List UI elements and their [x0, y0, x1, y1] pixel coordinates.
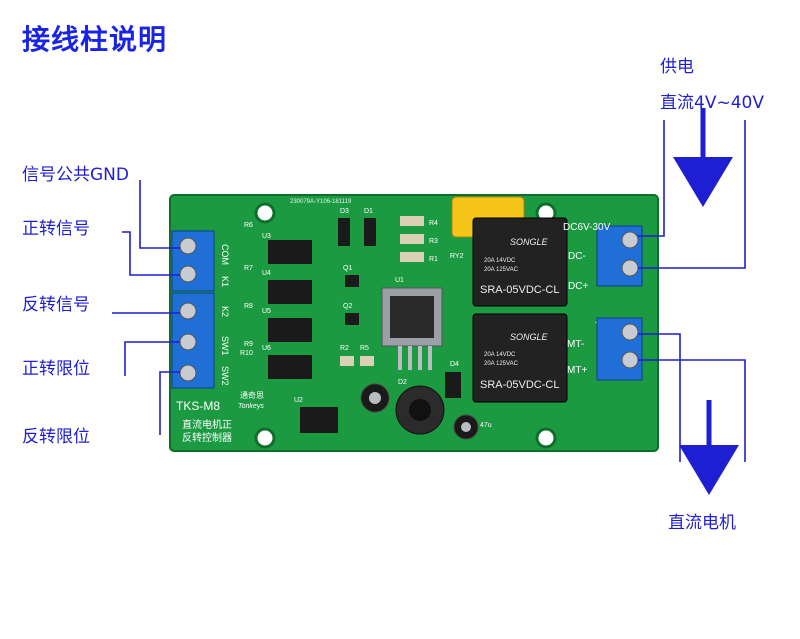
label-power-range: 直流4V~40V	[660, 93, 764, 113]
label-u2: U2	[294, 397, 303, 404]
label-d3: D3	[340, 208, 349, 215]
label-u5: U5	[262, 308, 271, 315]
label-cap: 47u	[480, 422, 492, 429]
label-r6: R6	[244, 222, 253, 229]
pin-k1: K1	[220, 276, 230, 287]
label-q2: Q2	[343, 303, 352, 310]
label-power-title: 供电	[660, 57, 694, 77]
page-title: 接线柱说明	[22, 23, 168, 56]
relay1-brand: SONGLE	[510, 237, 549, 247]
label-d4: D4	[450, 361, 459, 368]
pin-com: COM	[220, 244, 230, 265]
relay2-spec2: 20A 125VAC	[484, 361, 519, 367]
pin-k2: K2	[220, 306, 230, 317]
label-r3: R3	[429, 238, 438, 245]
brand-cn: 通奇思	[240, 390, 264, 400]
label-r1: R1	[429, 256, 438, 263]
pin-dc-plus: DC+	[568, 281, 588, 292]
label-u3: U3	[262, 233, 271, 240]
label-d1: D1	[364, 208, 373, 215]
power-terminal-block	[596, 225, 643, 287]
label-r4: R4	[429, 220, 438, 227]
label-u6: U6	[262, 345, 271, 352]
motor-terminal-block	[596, 317, 643, 381]
desc-line2: 反转控制器	[182, 431, 232, 444]
serial-text: 230079A-Y106-181119	[290, 199, 352, 205]
left-terminal-block	[171, 230, 215, 389]
relay1-spec1: 20A 14VDC	[484, 258, 516, 264]
relay1-model: SRA-05VDC-CL	[480, 284, 559, 296]
pin-dc-minus: DC-	[568, 251, 586, 262]
capacitors	[360, 383, 479, 440]
relay2-model: SRA-05VDC-CL	[480, 379, 559, 391]
brand-en: Tonkeys	[238, 403, 264, 410]
label-r10: R10	[240, 350, 253, 357]
label-r5: R5	[360, 345, 369, 352]
label-d2: D2	[398, 379, 407, 386]
dc-range-text: DC6V-30V	[563, 222, 611, 233]
label-fwd-signal: 正转信号	[22, 219, 90, 239]
leader-lines	[112, 120, 746, 462]
label-r8: R8	[244, 303, 253, 310]
relay2-brand: SONGLE	[510, 332, 549, 342]
label-q1: Q1	[343, 265, 352, 272]
label-r7: R7	[244, 265, 253, 272]
optocouplers	[268, 240, 312, 379]
pin-mt-minus: MT-	[567, 339, 584, 350]
label-rev-signal: 反转信号	[22, 295, 90, 315]
label-fwd-limit: 正转限位	[22, 359, 90, 379]
pin-sw1: SW1	[220, 336, 230, 356]
label-motor: 直流电机	[668, 513, 736, 533]
model-text: TKS-M8	[176, 399, 220, 413]
voltage-regulator	[381, 287, 443, 370]
label-u1: U1	[395, 277, 404, 284]
arrows	[673, 108, 739, 495]
label-r9: R9	[244, 341, 253, 348]
label-gnd: 信号公共GND	[22, 165, 129, 185]
label-ry2: RY2	[450, 253, 464, 260]
label-rev-limit: 反转限位	[22, 427, 90, 447]
label-u4: U4	[262, 270, 271, 277]
relay2-spec1: 20A 14VDC	[484, 352, 516, 358]
desc-line1: 直流电机正	[182, 418, 232, 431]
pin-mt-plus: MT+	[567, 365, 587, 376]
relay1-spec2: 20A 125VAC	[484, 267, 519, 273]
label-r2: R2	[340, 345, 349, 352]
pin-sw2: SW2	[220, 366, 230, 386]
relays	[472, 217, 568, 403]
